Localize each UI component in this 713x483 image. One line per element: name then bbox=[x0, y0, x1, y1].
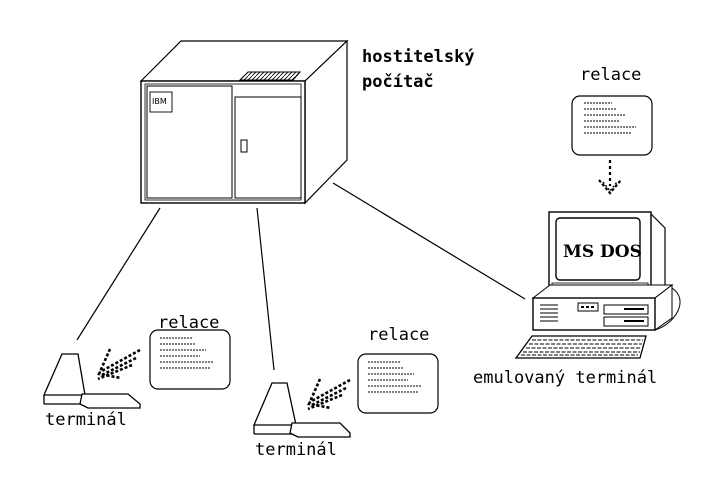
session-label-middle: relace bbox=[368, 325, 429, 345]
link-host-emulated-terminal bbox=[332, 182, 526, 300]
host-label-line2: počítač bbox=[362, 72, 434, 92]
pc-screen-text: MS DOS bbox=[563, 242, 642, 262]
connection-lines bbox=[76, 182, 526, 371]
ibm-badge bbox=[149, 91, 173, 113]
pc-computer bbox=[514, 211, 674, 359]
terminal-left-label: terminál bbox=[45, 410, 127, 430]
session-label-top: relace bbox=[580, 65, 641, 85]
terminal-middle-label: terminál bbox=[255, 440, 337, 460]
session-doc-left bbox=[149, 329, 231, 390]
host-brand: IBM bbox=[152, 97, 167, 106]
host-computer bbox=[139, 39, 349, 205]
session-doc-top bbox=[571, 95, 653, 156]
session-doc-middle bbox=[357, 353, 439, 414]
keyboard-keys bbox=[521, 339, 643, 356]
pc-label: emulovaný terminál bbox=[473, 368, 657, 388]
tape-slot bbox=[238, 71, 302, 81]
arrow-left-icon bbox=[97, 348, 141, 381]
terminal-middle bbox=[253, 382, 351, 438]
link-host-terminal-left bbox=[76, 207, 161, 341]
arrow-down-icon bbox=[598, 160, 622, 195]
pc-screen bbox=[555, 217, 641, 281]
door-handle bbox=[240, 139, 248, 153]
link-host-terminal-middle bbox=[256, 207, 275, 371]
terminal-left bbox=[43, 353, 141, 409]
arrow-middle-icon bbox=[307, 378, 351, 411]
host-label-line1: hostitelský bbox=[362, 47, 475, 67]
session-label-left: relace bbox=[158, 313, 219, 333]
